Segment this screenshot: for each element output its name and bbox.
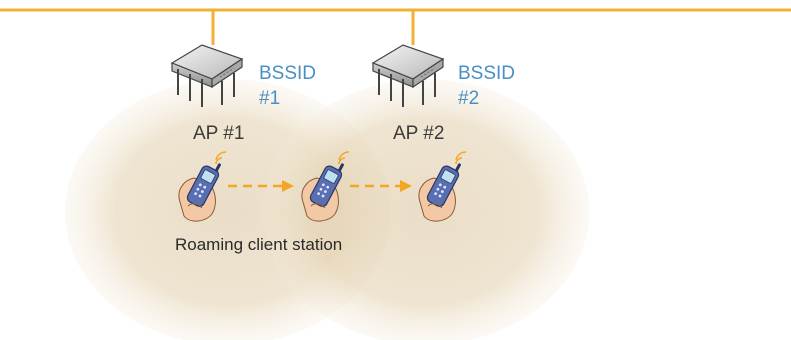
bssid-label-line2: #2	[458, 88, 479, 109]
bssid-label-line1: BSSID	[259, 63, 316, 84]
ap-label: AP #2	[393, 123, 444, 144]
roaming-arrow-1	[228, 180, 294, 192]
bssid-label-line1: BSSID	[458, 63, 515, 84]
ap-label: AP #1	[193, 123, 244, 144]
bssid-label-line2: #1	[259, 88, 280, 109]
client-caption: Roaming client station	[175, 235, 342, 254]
access-point-1: AP #1 BSSID #1	[171, 44, 316, 144]
access-point-2: AP #2 BSSID #2	[372, 44, 515, 144]
roaming-arrow-2	[350, 180, 412, 192]
